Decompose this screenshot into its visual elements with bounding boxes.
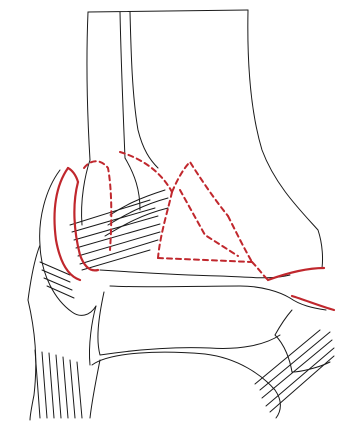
- red-dashed-fibula-edge: [84, 161, 111, 250]
- navicular-right: [290, 298, 326, 310]
- tibia-top-edge: [88, 10, 248, 12]
- red-ligament-link: [68, 168, 78, 182]
- tibia-plafond: [100, 270, 290, 278]
- fibula-tip: [82, 160, 90, 225]
- fiber-line: [70, 360, 75, 418]
- fiber-line: [56, 355, 61, 418]
- fibula-right-edge: [120, 12, 125, 158]
- red-ligament-inner: [74, 182, 98, 270]
- ligament-fibers-right: [255, 330, 334, 412]
- fiber-line: [49, 353, 54, 418]
- fiber-line: [42, 352, 47, 418]
- fiber-line: [35, 350, 40, 418]
- fiber-line: [47, 286, 74, 298]
- fiber-line: [255, 330, 320, 384]
- red-dashed-triangle-left: [158, 192, 172, 258]
- red-dashed-base: [158, 258, 252, 262]
- lateral-malleolus: [40, 170, 96, 315]
- red-anterior-line: [268, 268, 324, 280]
- fiber-line: [108, 198, 168, 225]
- fiber-line: [77, 362, 82, 418]
- red-dashed-upper: [120, 152, 172, 192]
- ligament-fibers-heel: [35, 350, 82, 418]
- right-bone-curve: [275, 310, 292, 335]
- red-ligament-outer: [55, 168, 81, 280]
- calcaneus-outline: [92, 352, 280, 418]
- left-soft-tissue: [28, 300, 36, 420]
- red-dashed-triangle-top: [172, 162, 228, 216]
- fiber-line: [63, 357, 68, 418]
- ligament-fibers-lower-left: [40, 262, 74, 298]
- red-dashed-triangle-right: [228, 216, 252, 262]
- stroke-group: [55, 168, 335, 310]
- fiber-line: [44, 278, 72, 290]
- ligament-fibers-upper: [70, 200, 160, 270]
- tibia-left-edge: [130, 12, 158, 168]
- talus-body: [98, 292, 280, 355]
- calcaneus-lower: [90, 360, 100, 418]
- tibia-right-edge: [248, 10, 323, 268]
- heel-curve: [89, 306, 96, 365]
- left-inner-curve: [28, 245, 40, 300]
- talus-dome: [110, 286, 290, 298]
- red-dashed-inner-tri: [180, 190, 238, 256]
- fibula-left-edge: [87, 12, 90, 160]
